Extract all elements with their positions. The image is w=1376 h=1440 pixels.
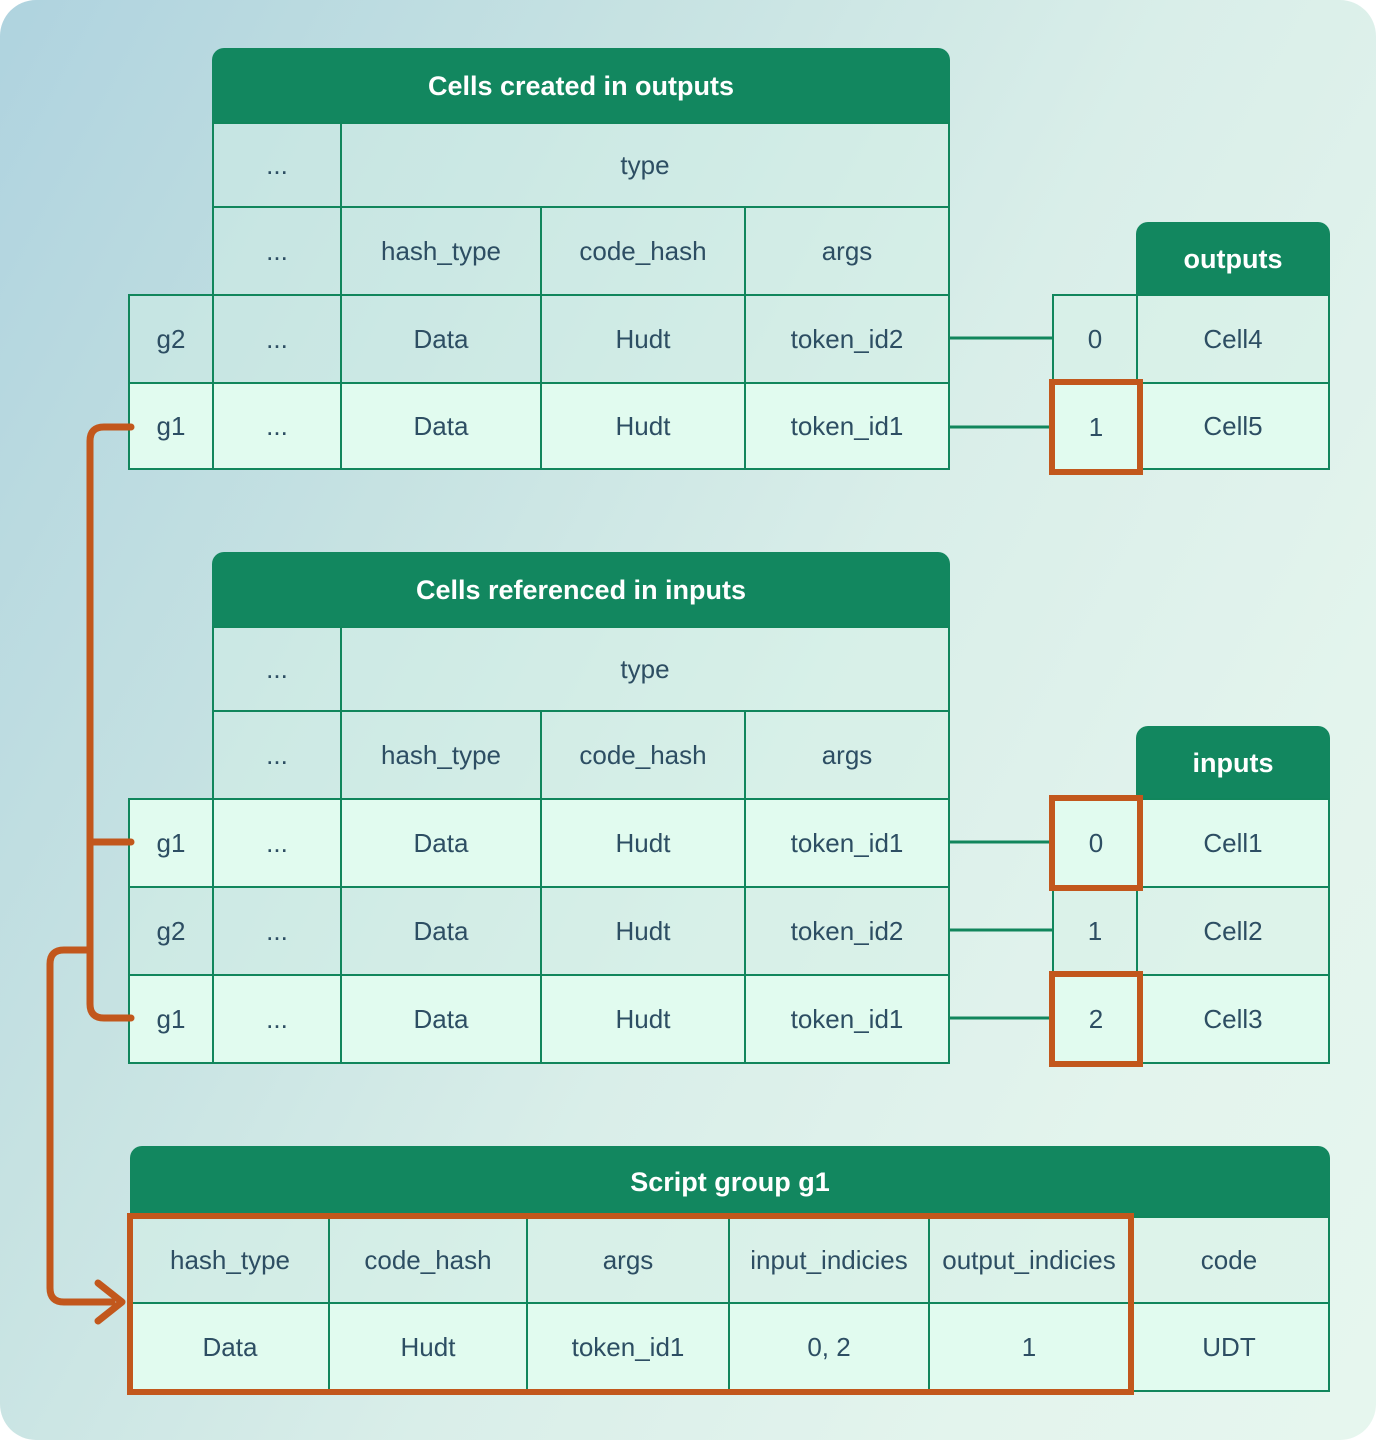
output-index: 0: [1052, 294, 1138, 384]
table-cell-dots: ...: [212, 710, 342, 800]
input-cell: Cell2: [1136, 886, 1330, 976]
table-cell: Data: [340, 886, 542, 976]
table-cell: UDT: [1128, 1302, 1330, 1392]
table-title-outputs: outputs: [1136, 222, 1330, 296]
output-cell: Cell5: [1136, 382, 1330, 470]
table-cell-dots: ...: [212, 798, 342, 888]
table-cell-dots: ...: [212, 382, 342, 470]
table-cell: token_id2: [744, 886, 950, 976]
table-title-cells-created-in-outputs: Cells created in outputs: [212, 48, 950, 124]
table-cell: Hudt: [540, 798, 746, 888]
table-cell: Data: [340, 798, 542, 888]
table-cell: Hudt: [540, 382, 746, 470]
table-cell: Data: [130, 1302, 330, 1392]
input-index-highlighted: 2: [1049, 971, 1143, 1067]
table-cell: 1: [928, 1302, 1130, 1392]
table-cell: token_id1: [744, 382, 950, 470]
table-cell-dots: ...: [212, 294, 342, 384]
table-title-cells-referenced-in-inputs: Cells referenced in inputs: [212, 552, 950, 628]
table-cell: Hudt: [328, 1302, 528, 1392]
output-cell: Cell4: [1136, 294, 1330, 384]
table-cell: Data: [340, 382, 542, 470]
table-cell: Data: [340, 974, 542, 1064]
table-cell: Hudt: [540, 294, 746, 384]
column-header-hash-type: hash_type: [340, 206, 542, 296]
column-header-code-hash: code_hash: [328, 1216, 528, 1304]
column-header-code-hash: code_hash: [540, 206, 746, 296]
row-group-label: g1: [128, 974, 214, 1064]
output-index-highlighted: 1: [1049, 379, 1143, 475]
table-cell-dots: ...: [212, 206, 342, 296]
table-cell-dots: ...: [212, 886, 342, 976]
column-header-type: type: [340, 626, 950, 712]
table-cell: 0, 2: [728, 1302, 930, 1392]
row-group-label: g1: [128, 798, 214, 888]
column-header-args: args: [744, 710, 950, 800]
row-group-label: g1: [128, 382, 214, 470]
column-header-input-indicies: input_indicies: [728, 1216, 930, 1304]
table-cell: Data: [340, 294, 542, 384]
table-cell: token_id2: [744, 294, 950, 384]
input-index: 1: [1052, 886, 1138, 976]
table-cell-dots: ...: [212, 974, 342, 1064]
row-group-label: g2: [128, 294, 214, 384]
table-cell: Hudt: [540, 886, 746, 976]
table-title-script-group-g1: Script group g1: [130, 1146, 1330, 1218]
column-header-type: type: [340, 122, 950, 208]
table-cell: token_id1: [744, 974, 950, 1064]
column-header-hash-type: hash_type: [130, 1216, 330, 1304]
column-header-output-indicies: output_indicies: [928, 1216, 1130, 1304]
table-cell: token_id1: [526, 1302, 730, 1392]
column-header-hash-type: hash_type: [340, 710, 542, 800]
row-group-label: g2: [128, 886, 214, 976]
table-cell: token_id1: [744, 798, 950, 888]
table-cell-dots: ...: [212, 122, 342, 208]
input-index-highlighted: 0: [1049, 795, 1143, 891]
column-header-args: args: [744, 206, 950, 296]
table-cell-dots: ...: [212, 626, 342, 712]
input-cell: Cell1: [1136, 798, 1330, 888]
input-cell: Cell3: [1136, 974, 1330, 1064]
table-cell: Hudt: [540, 974, 746, 1064]
column-header-code: code: [1128, 1216, 1330, 1304]
column-header-args: args: [526, 1216, 730, 1304]
table-title-inputs: inputs: [1136, 726, 1330, 800]
column-header-code-hash: code_hash: [540, 710, 746, 800]
